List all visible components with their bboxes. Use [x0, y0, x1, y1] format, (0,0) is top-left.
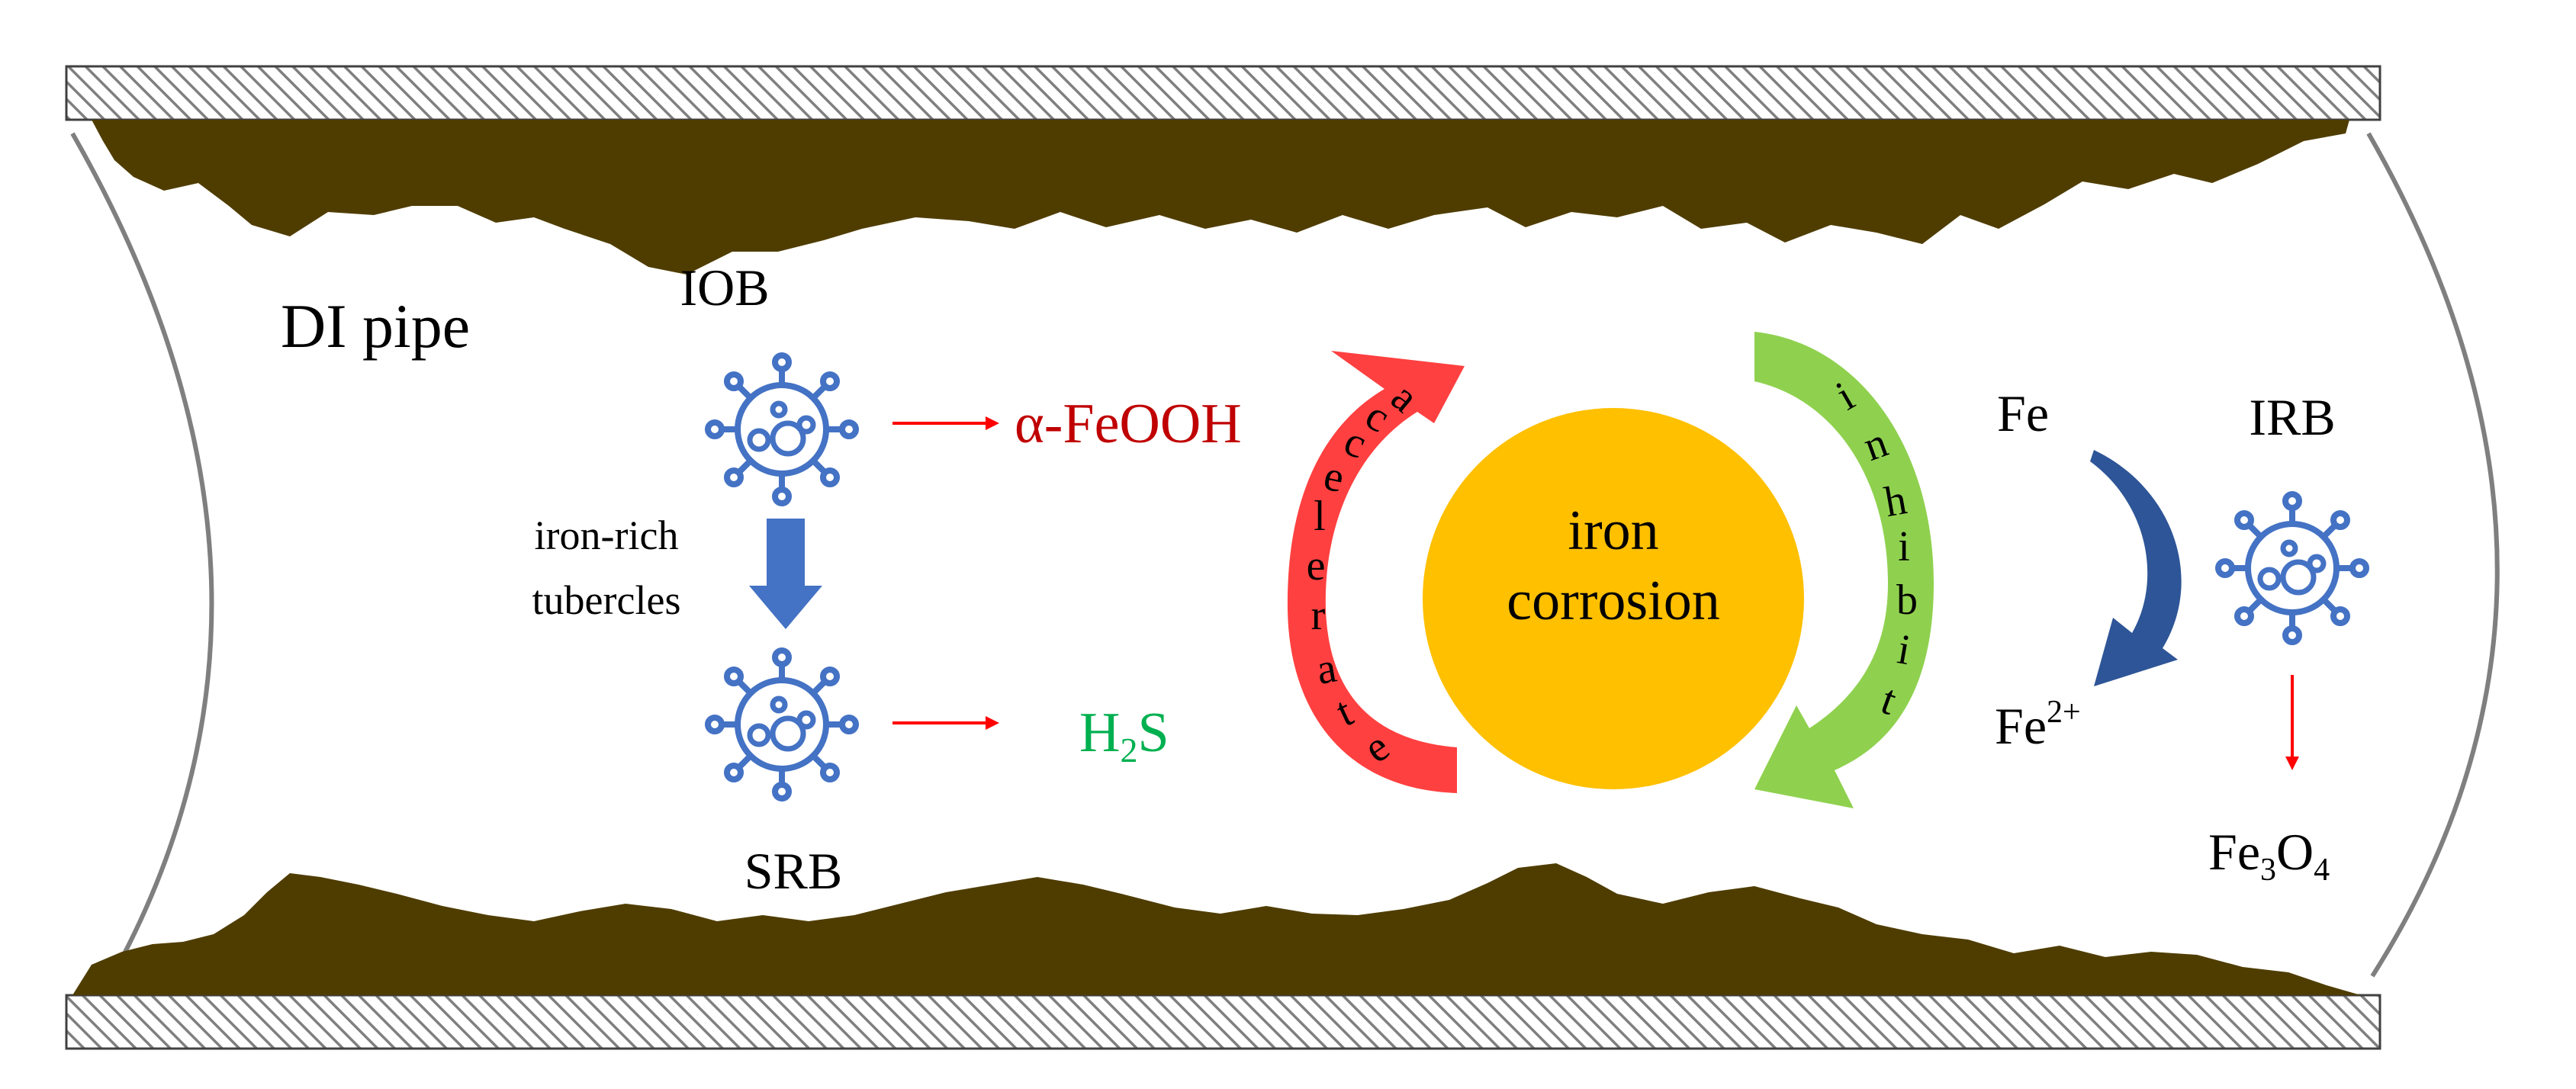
accelerate-letter-6: e — [1307, 542, 1326, 589]
iob-bacteria-icon — [708, 355, 856, 503]
pipe-arc-left — [70, 132, 214, 974]
iron-corrosion-circle — [1423, 408, 1804, 789]
deposit-bottom — [72, 863, 2361, 995]
center-label-1: iron — [1568, 500, 1658, 562]
pipe-arc-right — [2366, 132, 2500, 978]
iob-product-arrow — [892, 416, 999, 430]
center-label-2: corrosion — [1507, 570, 1720, 632]
irb-product-arrow — [2285, 675, 2299, 770]
accelerate-letter-5: l — [1314, 493, 1326, 540]
srb-bacteria-icon — [708, 651, 856, 798]
srb-product-arrow — [892, 716, 999, 730]
deposit-top — [92, 120, 2349, 275]
iob-label: IOB — [680, 259, 769, 316]
accelerate-letter-7: r — [1311, 592, 1326, 639]
pipe-wall-top — [65, 65, 2381, 121]
irb-bacteria-icon — [2218, 494, 2366, 642]
accelerate-arrow — [1287, 351, 1465, 793]
fe3o4-label: Fe3O4 — [2208, 823, 2330, 888]
feooh-label: α-FeOOH — [1015, 393, 1242, 455]
inhibit-arrow — [1754, 332, 1934, 808]
inhibit-letter-4: i — [1898, 523, 1910, 570]
pipe-label: DI pipe — [281, 291, 470, 361]
fe-label: Fe — [1997, 384, 2049, 442]
inhibit-letter-5: b — [1896, 577, 1918, 624]
fe2-label: Fe2+ — [1995, 695, 2081, 755]
pipe-wall-bottom — [65, 994, 2381, 1050]
srb-label: SRB — [744, 842, 843, 900]
curved-arrow-icon — [2090, 450, 2182, 686]
tubercles-label-1: iron-rich — [535, 512, 679, 558]
down-arrow-icon — [749, 519, 822, 629]
irb-label: IRB — [2249, 388, 2335, 446]
tubercles-label-2: tubercles — [532, 577, 681, 623]
h2s-label: H2S — [1079, 702, 1169, 769]
